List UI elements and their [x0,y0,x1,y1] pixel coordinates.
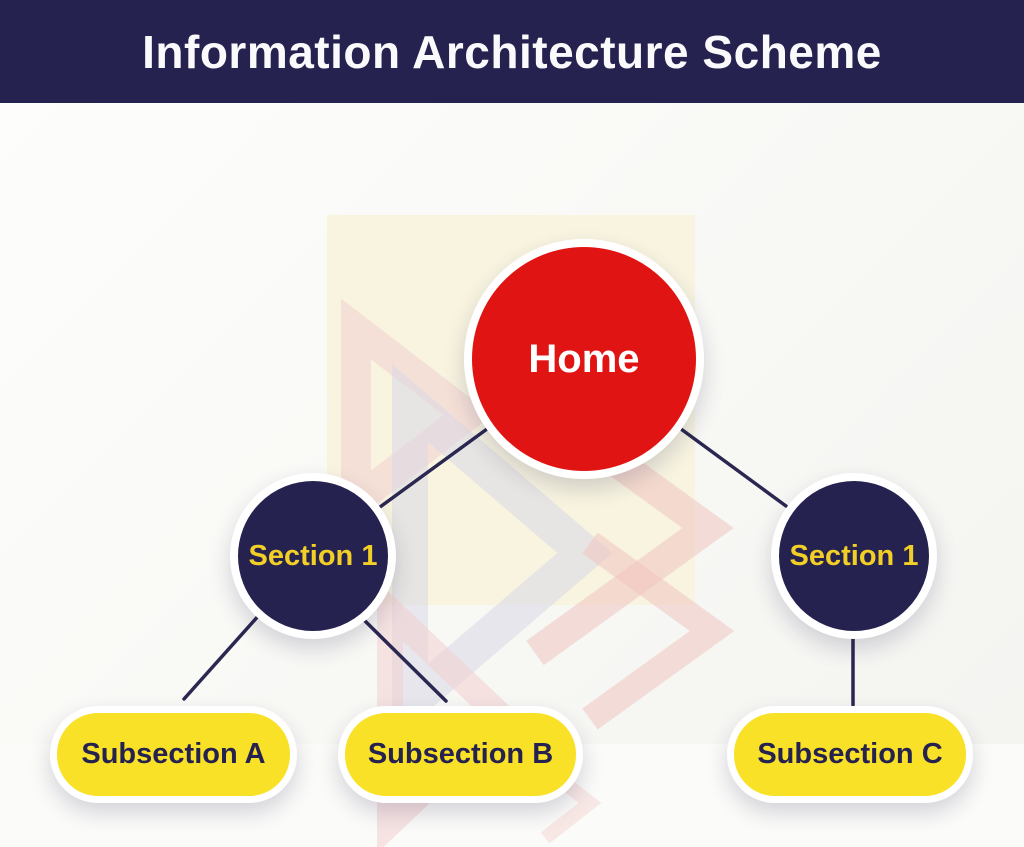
node-subsection-c: Subsection C [727,706,973,803]
node-subsection-c-label: Subsection C [757,738,943,770]
edge-section-left-subsection-b [360,616,448,703]
diagram-board: Home Section 1 Section 1 Subsection A Su… [0,103,1024,847]
node-subsection-a: Subsection A [50,706,297,803]
title-bar: Information Architecture Scheme [0,0,1024,103]
node-section-left-label: Section 1 [248,539,378,572]
node-home-label: Home [528,336,640,381]
edge-section-left-subsection-a [182,612,262,701]
node-subsection-b-label: Subsection B [367,738,554,770]
node-section-left: Section 1 [230,473,396,639]
page-title: Information Architecture Scheme [142,25,882,78]
edge-home-section-left [378,427,489,509]
watermark-chevron-blue [392,363,613,743]
node-home: Home [464,239,704,479]
watermark-zigzag-red-lower [582,532,735,730]
node-subsection-b: Subsection B [338,706,583,803]
node-section-right-label: Section 1 [789,539,919,572]
node-section-right: Section 1 [771,473,937,639]
connector-lines [182,427,855,707]
edge-home-section-right [679,427,788,508]
node-subsection-a-label: Subsection A [81,738,266,770]
